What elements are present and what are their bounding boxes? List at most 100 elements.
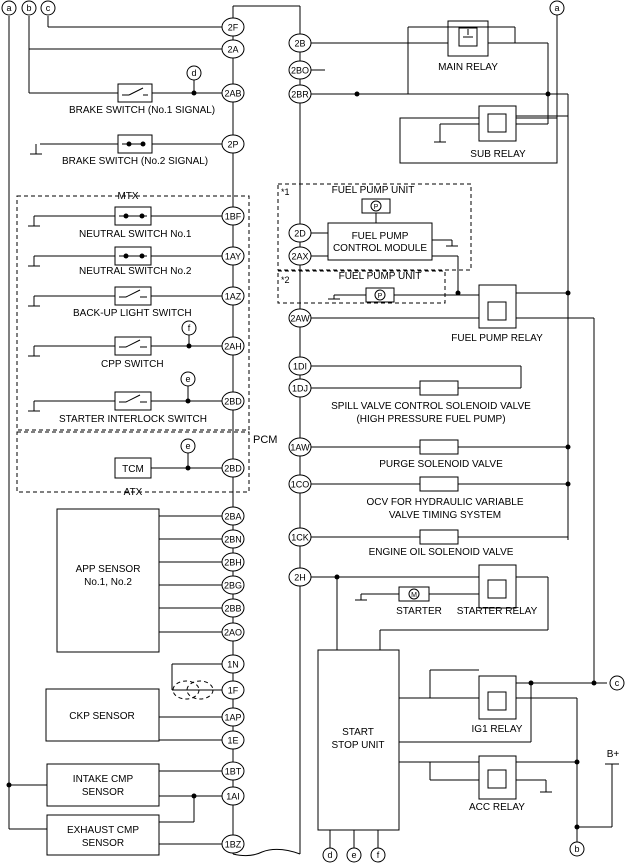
svg-text:ACC RELAY: ACC RELAY <box>469 802 525 813</box>
svg-text:SUB RELAY: SUB RELAY <box>470 149 526 160</box>
svg-text:BACK-UP LIGHT SWITCH: BACK-UP LIGHT SWITCH <box>73 308 192 319</box>
svg-text:STARTER RELAY: STARTER RELAY <box>457 606 538 617</box>
svg-text:1AW: 1AW <box>290 443 310 453</box>
ocv-solenoid: OCV FOR HYDRAULIC VARIABLE VALVE TIMING … <box>311 476 568 521</box>
svg-text:1DI: 1DI <box>293 362 307 372</box>
mtx-label: MTX <box>117 191 138 202</box>
svg-text:INTAKE CMP: INTAKE CMP <box>73 774 134 785</box>
svg-text:2B: 2B <box>294 39 305 49</box>
pcm-pin-left: 1AI <box>221 786 245 806</box>
ckp-sensor: CKP SENSOR <box>45 663 222 742</box>
svg-text:1AP: 1AP <box>224 713 241 723</box>
svg-text:ENGINE OIL SOLENOID VALVE: ENGINE OIL SOLENOID VALVE <box>369 547 514 558</box>
fuel-pump-relay: FUEL PUMP RELAY <box>311 284 595 683</box>
svg-text:f: f <box>377 850 380 860</box>
starter: M STARTER <box>311 576 479 617</box>
mtx-box <box>16 195 250 431</box>
tcm: TCM e <box>114 438 222 479</box>
svg-text:IG1 RELAY: IG1 RELAY <box>472 724 523 735</box>
svg-text:1DJ: 1DJ <box>292 384 308 394</box>
pcm-pin-left: 1AP <box>221 707 245 727</box>
svg-text:PURGE SOLENOID VALVE: PURGE SOLENOID VALVE <box>379 459 503 470</box>
svg-text:2AO: 2AO <box>224 628 242 638</box>
fuel-pump-unit-1: FUEL PUMP UNIT P FUEL PUMP CONTROL MODUL… <box>311 185 459 293</box>
engine-oil-solenoid-valve: ENGINE OIL SOLENOID VALVE <box>311 529 568 558</box>
svg-text:b: b <box>574 844 579 854</box>
sub-relay: SUB RELAY <box>399 94 568 164</box>
intake-cmp-sensor: INTAKE CMP SENSOR <box>6 763 222 807</box>
connector-d-bottom: d <box>322 847 338 863</box>
pcm-pin-left: 1E <box>221 730 245 750</box>
svg-text:1BT: 1BT <box>225 767 242 777</box>
svg-text:SENSOR: SENSOR <box>82 838 124 849</box>
svg-text:1N: 1N <box>227 660 239 670</box>
svg-text:2BH: 2BH <box>224 558 242 568</box>
connector-b-bottom: b <box>569 841 585 857</box>
main-relay-wires <box>311 42 569 540</box>
fuel-pump-unit-2-box <box>277 270 446 304</box>
svg-text:CPP SWITCH: CPP SWITCH <box>101 359 164 370</box>
pcm-pin-left: 2AH <box>221 336 245 356</box>
svg-text:NEUTRAL SWITCH No.1: NEUTRAL SWITCH No.1 <box>79 229 192 240</box>
pcm-pin-left: 2BB <box>221 598 245 618</box>
ig1-relay: IG1 RELAY <box>399 669 607 735</box>
svg-text:MAIN RELAY: MAIN RELAY <box>438 62 498 73</box>
left-bus-wires <box>8 16 222 786</box>
svg-text:2BD: 2BD <box>224 464 242 474</box>
svg-text:FUEL PUMP RELAY: FUEL PUMP RELAY <box>451 333 543 344</box>
svg-text:d: d <box>327 850 332 860</box>
svg-text:2AX: 2AX <box>291 252 308 262</box>
svg-text:2AB: 2AB <box>224 89 241 99</box>
svg-text:2P: 2P <box>227 140 238 150</box>
pcm-pin-right: 2AX <box>288 246 312 266</box>
pcm-pin-left: 2P <box>221 134 245 154</box>
svg-text:VALVE TIMING SYSTEM: VALVE TIMING SYSTEM <box>389 510 501 521</box>
exhaust-cmp-sensor: EXHAUST CMP SENSOR <box>8 785 222 856</box>
backup-light-switch: BACK-UP LIGHT SWITCH <box>28 286 222 319</box>
pcm-pin-left: 1F <box>221 680 245 700</box>
svg-text:EXHAUST CMP: EXHAUST CMP <box>67 825 139 836</box>
pcm-pin-left: 2BG <box>221 575 245 595</box>
bplus: B+ <box>576 698 620 842</box>
svg-text:STOP UNIT: STOP UNIT <box>332 740 385 751</box>
svg-text:2BB: 2BB <box>224 604 241 614</box>
pcm-pin-left: 2BD <box>221 458 245 478</box>
svg-text:NEUTRAL SWITCH No.2: NEUTRAL SWITCH No.2 <box>79 266 192 277</box>
connector-b-top: b <box>21 0 37 16</box>
svg-text:2BR: 2BR <box>291 90 309 100</box>
pcm-label: PCM <box>253 434 277 446</box>
svg-text:START: START <box>342 727 374 738</box>
brake-switch-2-label: BRAKE SWITCH (No.2 SIGNAL) <box>62 156 208 167</box>
star1-label: *1 <box>281 187 290 197</box>
svg-text:2BG: 2BG <box>224 581 242 591</box>
svg-text:TCM: TCM <box>122 464 144 475</box>
svg-text:B+: B+ <box>607 749 620 760</box>
svg-text:2BN: 2BN <box>224 535 242 545</box>
svg-text:FUEL PUMP UNIT: FUEL PUMP UNIT <box>332 185 415 196</box>
pcm-pin-right: 2D <box>288 223 312 243</box>
pcm-left-pins: 2F2A2AB2P1BF1AY1AZ2AH2BD2BD2BA2BN2BH2BG2… <box>221 17 245 854</box>
svg-text:2F: 2F <box>228 23 239 33</box>
pcm-pin-left: 1AY <box>221 246 245 266</box>
pcm-pin-left: 2BN <box>221 529 245 549</box>
svg-text:d: d <box>191 68 196 78</box>
pcm-pin-right: 2AW <box>288 308 312 328</box>
svg-text:e: e <box>351 850 356 860</box>
svg-text:1AZ: 1AZ <box>225 292 242 302</box>
svg-text:STARTER: STARTER <box>396 606 442 617</box>
svg-text:2AH: 2AH <box>224 342 242 352</box>
pcm-pin-right: 2BR <box>288 84 312 104</box>
connector-a-top: a <box>1 0 17 16</box>
neutral-switch-1: NEUTRAL SWITCH No.1 <box>28 206 222 240</box>
svg-text:a: a <box>554 3 559 13</box>
pcm-pin-left: 1BZ <box>221 834 245 854</box>
pcm-pin-left: 1AZ <box>221 286 245 306</box>
atx-box <box>16 431 250 493</box>
svg-text:OCV FOR HYDRAULIC VARIABLE: OCV FOR HYDRAULIC VARIABLE <box>366 497 523 508</box>
svg-text:2AW: 2AW <box>290 314 310 324</box>
connector-e-bottom: e <box>346 847 362 863</box>
connector-f-bottom: f <box>370 847 386 863</box>
purge-solenoid-valve: PURGE SOLENOID VALVE <box>311 439 568 470</box>
svg-text:2A: 2A <box>227 45 238 55</box>
